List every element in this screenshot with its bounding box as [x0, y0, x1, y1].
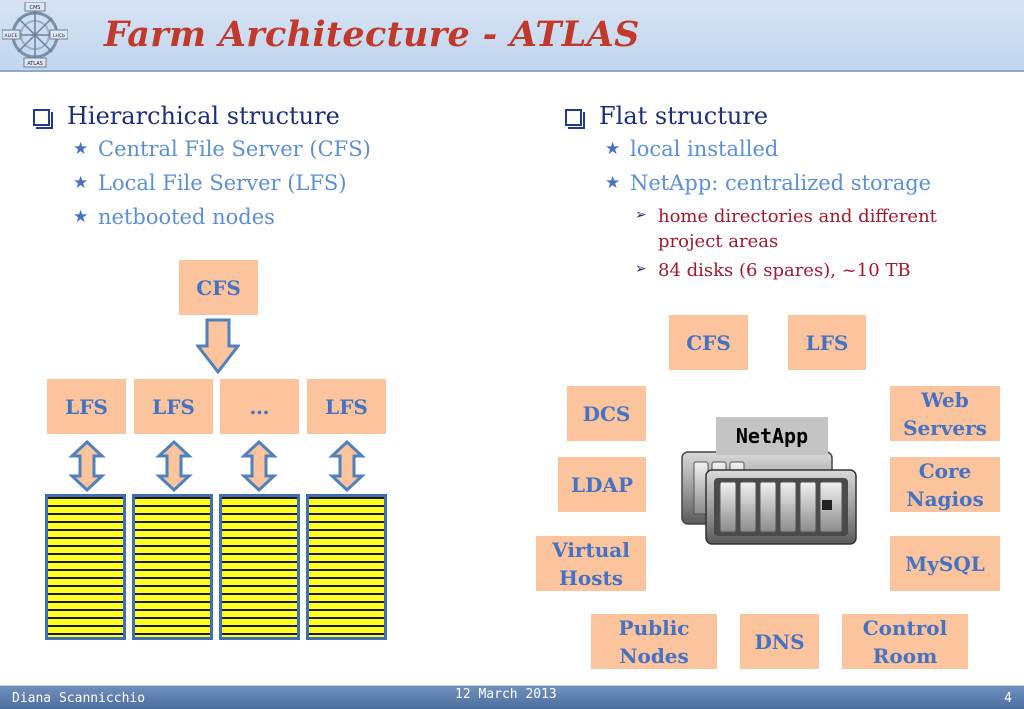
sub-bullet: ★ local installed — [605, 132, 988, 166]
node-rack — [306, 494, 387, 640]
updown-arrow-icon — [155, 440, 193, 492]
star-icon: ★ — [73, 207, 89, 227]
sub-sub-bullet-text: 84 disks (6 spares), ~10 TB — [658, 260, 911, 281]
node-rack — [132, 494, 213, 640]
arrowhead-bullet-icon: ➢ — [635, 207, 647, 223]
dns-box: DNS — [740, 614, 819, 669]
sub-bullet-text: NetApp: centralized storage — [630, 171, 932, 195]
lfs-box: LFS — [307, 379, 386, 434]
bullet-flat: Flat structure — [565, 100, 988, 132]
star-icon: ★ — [605, 139, 621, 159]
slide-footer: Diana Scannicchio 12 March 2013 4 — [0, 685, 1024, 709]
mysql-box: MySQL — [890, 536, 1000, 591]
updown-arrow-icon — [328, 440, 366, 492]
sub-bullet: ★ netbooted nodes — [73, 200, 371, 234]
public-nodes-box: Public Nodes — [591, 614, 717, 669]
sub-sub-bullet: ➢ 84 disks (6 spares), ~10 TB — [635, 258, 988, 283]
ldap-box: LDAP — [558, 457, 646, 512]
sub-bullet-text: netbooted nodes — [98, 205, 275, 229]
left-column: Hierarchical structure ★ Central File Se… — [33, 100, 371, 234]
web-servers-box: Web Servers — [890, 386, 1000, 441]
updown-arrow-icon — [68, 440, 106, 492]
lfs-box: LFS — [134, 379, 213, 434]
node-rack — [219, 494, 300, 640]
core-nagios-box: Core Nagios — [890, 457, 1000, 512]
checkbox-bullet-icon — [565, 108, 585, 129]
sub-bullet-text: local installed — [630, 137, 779, 161]
control-room-box: Control Room — [842, 614, 968, 669]
sub-bullet-text: Local File Server (LFS) — [98, 171, 347, 195]
updown-arrow-icon — [240, 440, 278, 492]
logo-text-lhcb: LHCb — [53, 33, 65, 39]
star-icon: ★ — [605, 173, 621, 193]
page-number: 4 — [1004, 691, 1012, 706]
netapp-label: NetApp — [716, 417, 828, 455]
sub-bullet: ★ Local File Server (LFS) — [73, 166, 371, 200]
down-arrow-icon — [196, 318, 240, 374]
star-icon: ★ — [73, 173, 89, 193]
slide-header: CMS ALICE LHCb ATLAS Farm Architecture -… — [0, 0, 1024, 72]
node-rack — [45, 494, 126, 640]
logo-text-atlas: ATLAS — [27, 61, 43, 67]
checkbox-bullet-icon — [33, 108, 53, 129]
virtual-hosts-box: Virtual Hosts — [536, 536, 646, 591]
right-column: Flat structure ★ local installed ★ NetAp… — [565, 100, 988, 283]
slide-title: Farm Architecture - ATLAS — [104, 14, 640, 55]
footer-date: 12 March 2013 — [455, 687, 557, 702]
lfs-box: LFS — [47, 379, 126, 434]
sub-bullet: ★ Central File Server (CFS) — [73, 132, 371, 166]
experiments-logo: CMS ALICE LHCb ATLAS — [2, 2, 68, 68]
ellipsis-box: … — [220, 379, 299, 434]
lfs-box: LFS — [788, 315, 866, 370]
sub-bullet-text: Central File Server (CFS) — [98, 137, 371, 161]
bullet-heading: Hierarchical structure — [67, 102, 340, 130]
sub-bullet: ★ NetApp: centralized storage — [605, 166, 988, 200]
netapp-storage-icon — [681, 451, 857, 545]
logo-text-cms: CMS — [30, 5, 41, 11]
bullet-hierarchical: Hierarchical structure — [33, 100, 371, 132]
logo-text-alice: ALICE — [5, 33, 18, 39]
bullet-heading: Flat structure — [599, 102, 769, 130]
dcs-box: DCS — [567, 386, 646, 441]
arrowhead-bullet-icon: ➢ — [635, 261, 647, 277]
cfs-box: CFS — [669, 315, 748, 370]
sub-sub-bullet: ➢ home directories and different project… — [635, 204, 988, 254]
footer-author: Diana Scannicchio — [12, 691, 146, 706]
cfs-box: CFS — [179, 260, 258, 315]
sub-sub-bullet-text: home directories and different project a… — [658, 206, 937, 252]
star-icon: ★ — [73, 139, 89, 159]
